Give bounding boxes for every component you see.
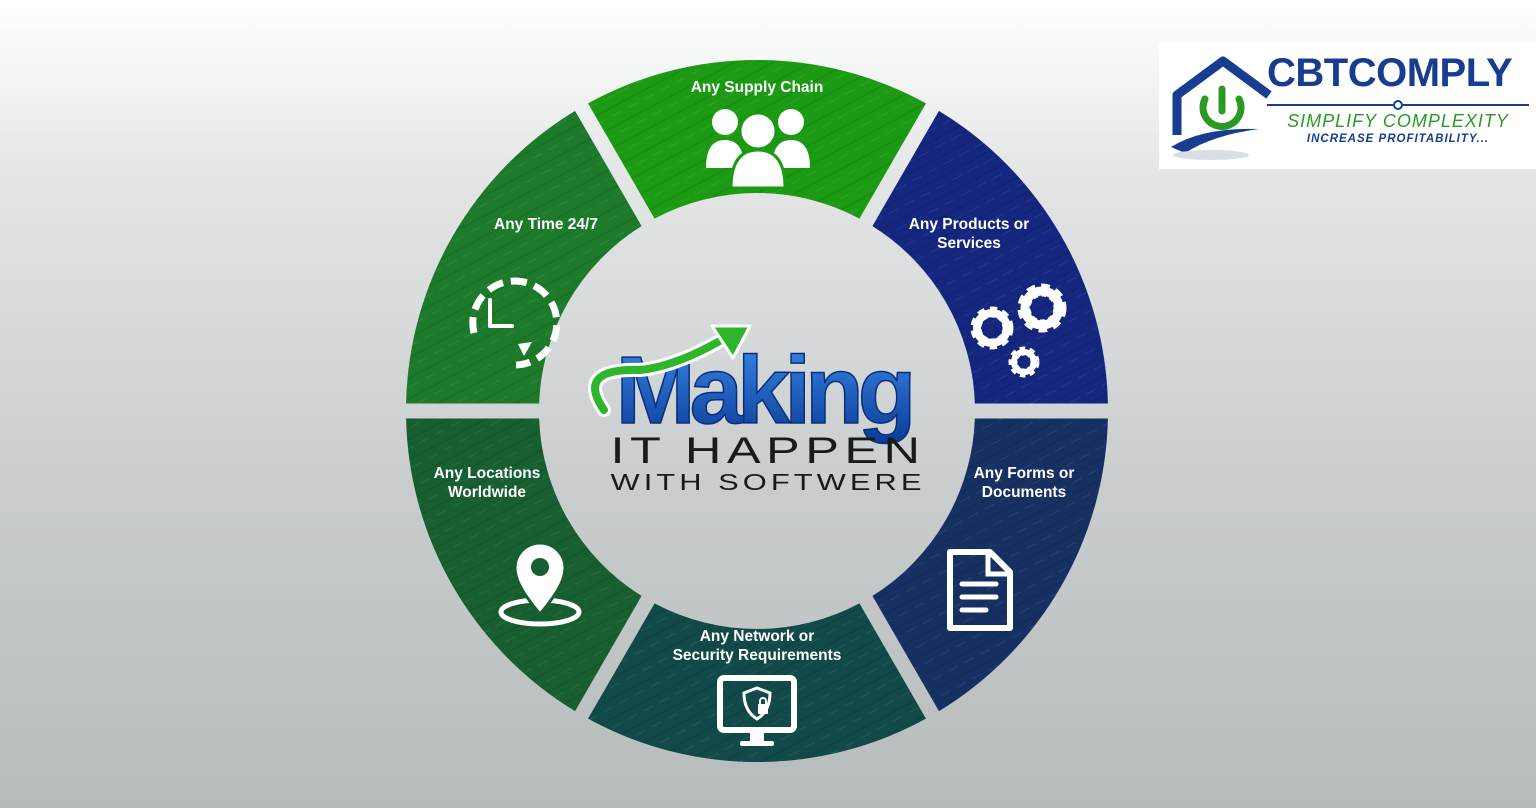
location-pin-icon	[498, 541, 582, 627]
segment-label-products-services: Any Products or Services	[908, 216, 1030, 252]
growth-arrow-icon	[588, 324, 752, 417]
company-logo: CBTCOMPLY SIMPLIFY COMPLEXITY INCREASE P…	[1159, 43, 1536, 169]
center-line-1: IT HAPPEN	[611, 430, 926, 471]
center-line-2: WITH SOFTWERE	[611, 469, 926, 495]
segment-label-forms-documents: Any Forms or Documents	[973, 465, 1075, 501]
logo-divider	[1267, 100, 1529, 110]
logo-tagline: SIMPLIFY COMPLEXITY	[1287, 111, 1509, 131]
center-title: Making	[616, 337, 911, 444]
segment-label-supply-chain: Any Supply Chain	[690, 79, 824, 96]
logo-subtagline: INCREASE PROFITABILITY...	[1306, 133, 1490, 145]
segment-label-locations-worldwide: Any Locations Worldwide	[433, 465, 541, 501]
segment-label-time-24-7: Any Time 24/7	[494, 216, 598, 233]
logo-brand-name: CBTCOMPLY	[1267, 51, 1513, 95]
segment-label-network-security: Any Network or Security Requirements	[672, 628, 842, 664]
center-graphic: Making IT HAPPEN WITH SOFTWERE	[588, 324, 926, 495]
house-power-icon	[1171, 56, 1272, 160]
segment-texture-products-services	[872, 110, 1108, 404]
clock-icon	[469, 277, 561, 369]
gears-icon	[970, 283, 1067, 378]
segment-texture-time-24-7	[406, 110, 642, 404]
secure-monitor-icon	[717, 675, 797, 746]
segment-texture-network-security	[588, 603, 926, 762]
document-icon	[947, 549, 1013, 631]
people-group-icon	[706, 109, 810, 190]
